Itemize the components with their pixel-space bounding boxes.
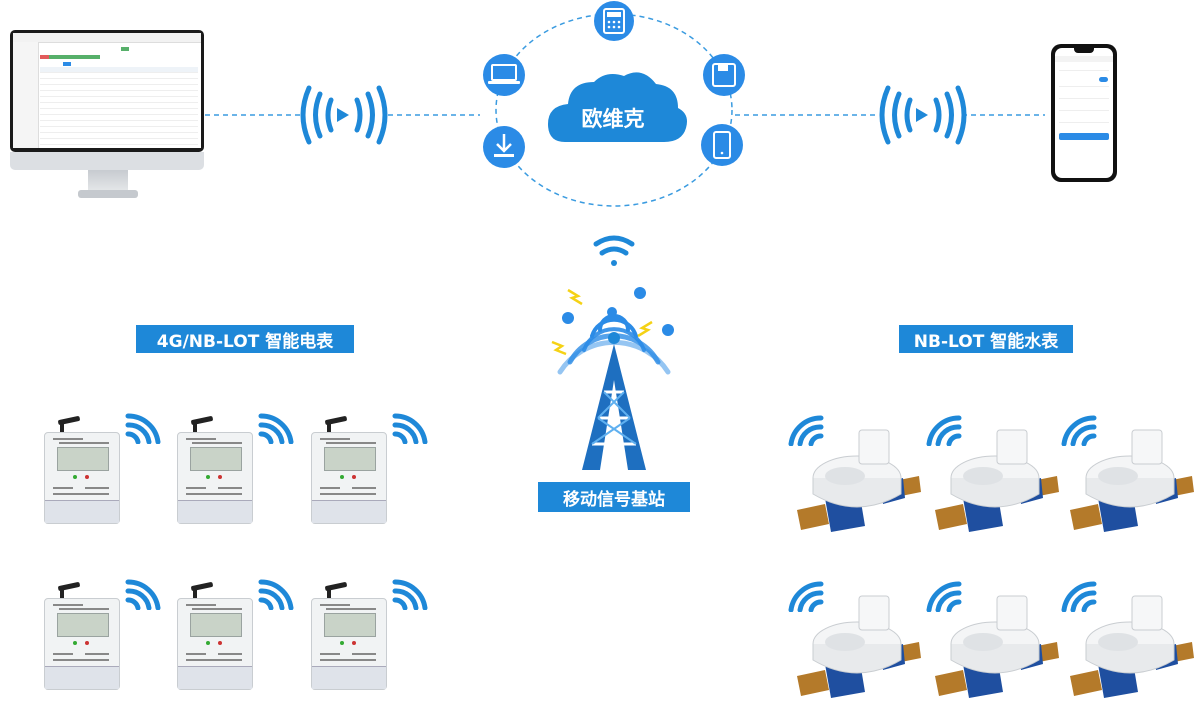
water-meter	[797, 595, 921, 698]
table-row	[40, 115, 198, 121]
water-meter	[797, 429, 921, 532]
table-row	[40, 127, 198, 133]
electric-meter	[44, 415, 120, 524]
table-row	[40, 67, 198, 73]
wifi-icon	[125, 413, 161, 444]
wifi-icon-left	[300, 85, 388, 145]
calculator-icon	[594, 1, 634, 41]
monitor-neck	[88, 170, 128, 192]
electric-meter-label: 4G/NB-LOT 智能电表	[136, 325, 354, 353]
monitor-ui-titlebar	[13, 33, 201, 43]
table-row	[40, 139, 198, 145]
cloud-label: 欧维克	[581, 107, 645, 131]
phone-button	[1059, 133, 1109, 140]
table-row	[40, 103, 198, 109]
monitor-screen	[13, 33, 201, 148]
electric-meter	[177, 415, 253, 524]
monitor-bezel	[10, 30, 204, 152]
water-meter	[935, 595, 1059, 698]
phone-row	[1059, 70, 1109, 71]
base-station-label: 移动信号基站	[538, 482, 690, 512]
wifi-icon	[392, 413, 428, 444]
electric-meter	[311, 415, 387, 524]
save-icon	[703, 54, 745, 96]
table-row	[40, 85, 198, 91]
mobile-icon	[701, 124, 743, 166]
water-meter	[1070, 429, 1194, 532]
water-meter	[1070, 595, 1194, 698]
water-meter-label: NB-LOT 智能水表	[899, 325, 1073, 353]
wifi-icon	[1061, 581, 1097, 612]
wifi-icon	[788, 581, 824, 612]
wifi-icon	[1061, 415, 1097, 446]
water-meter	[935, 429, 1059, 532]
table-row	[40, 79, 198, 85]
table-row	[40, 133, 198, 139]
monitor-foot	[78, 190, 138, 198]
phone-notch	[1074, 48, 1094, 53]
monitor-ui-sidebar	[13, 42, 39, 148]
table-row	[40, 91, 198, 97]
phone-row	[1059, 110, 1109, 111]
table-row	[40, 109, 198, 115]
monitor-chin	[10, 152, 204, 170]
wifi-icon-top	[593, 235, 635, 266]
monitor-ui-table	[40, 67, 198, 145]
wifi-icon	[125, 579, 161, 610]
table-row	[40, 121, 198, 127]
monitor-ui-buttons	[40, 55, 100, 59]
table-row	[40, 97, 198, 103]
phone-row	[1059, 122, 1109, 123]
phone-row	[1059, 86, 1109, 87]
cloud-icon	[548, 72, 687, 142]
mobile-phone	[1051, 44, 1117, 182]
phone-toggle	[1099, 77, 1108, 82]
phone-row	[1059, 98, 1109, 99]
phone-screen	[1055, 48, 1113, 178]
laptop-icon	[483, 54, 525, 96]
table-row	[40, 73, 198, 79]
wifi-icon	[392, 579, 428, 610]
wifi-icon	[926, 415, 962, 446]
monitor-ui-tag	[63, 62, 71, 66]
electric-meter	[311, 581, 387, 690]
monitor-ui-search-button	[121, 47, 129, 51]
electric-meter	[44, 581, 120, 690]
wifi-icon	[258, 579, 294, 610]
wifi-icon	[258, 413, 294, 444]
wifi-icon-right	[879, 85, 967, 145]
desktop-monitor	[10, 30, 204, 200]
wifi-icon	[788, 415, 824, 446]
wifi-icon	[926, 581, 962, 612]
electric-meter	[177, 581, 253, 690]
tower-icon	[551, 287, 674, 470]
download-icon	[483, 126, 525, 168]
phone-header	[1055, 56, 1113, 62]
